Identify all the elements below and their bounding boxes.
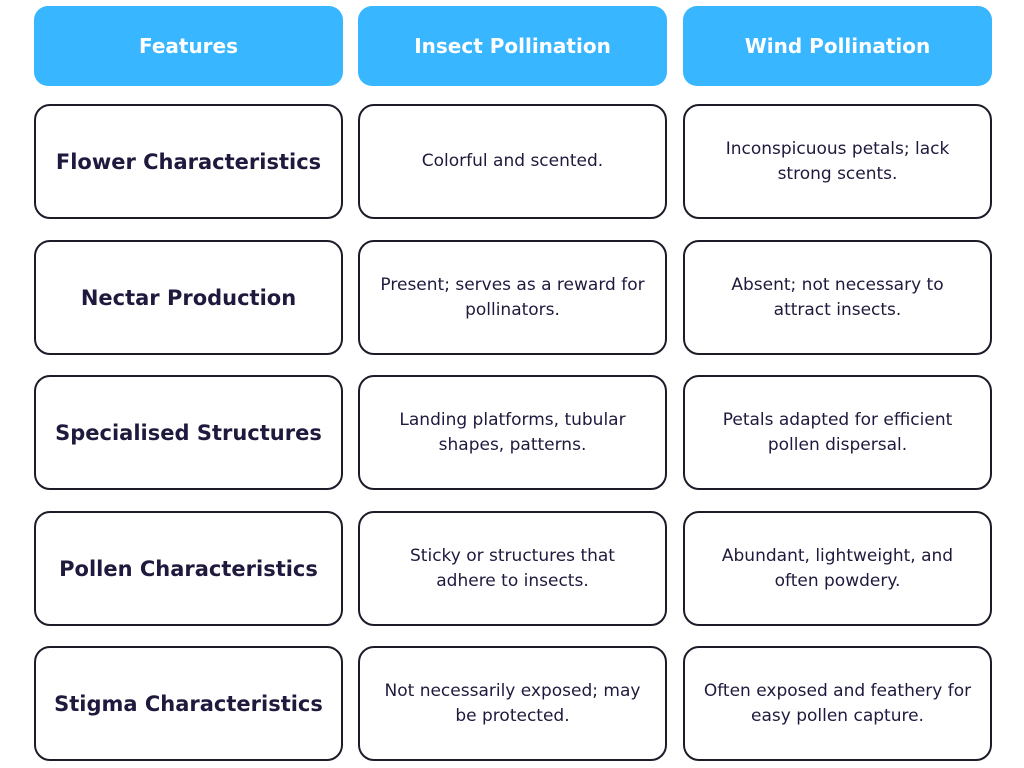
feature-cell: Stigma Characteristics	[34, 646, 343, 761]
wind-cell: Abundant, lightweight, and often powdery…	[683, 511, 992, 626]
insect-cell: Present; serves as a reward for pollinat…	[358, 240, 667, 355]
feature-cell: Pollen Characteristics	[34, 511, 343, 626]
insect-cell: Sticky or structures that adhere to inse…	[358, 511, 667, 626]
feature-cell: Specialised Structures	[34, 375, 343, 490]
wind-cell: Petals adapted for efficient pollen disp…	[683, 375, 992, 490]
feature-cell: Nectar Production	[34, 240, 343, 355]
wind-cell: Often exposed and feathery for easy poll…	[683, 646, 992, 761]
header-wind-pollination: Wind Pollination	[683, 6, 992, 86]
wind-cell: Inconspicuous petals; lack strong scents…	[683, 104, 992, 219]
insect-cell: Not necessarily exposed; may be protecte…	[358, 646, 667, 761]
insect-cell: Colorful and scented.	[358, 104, 667, 219]
insect-cell: Landing platforms, tubular shapes, patte…	[358, 375, 667, 490]
feature-cell: Flower Characteristics	[34, 104, 343, 219]
wind-cell: Absent; not necessary to attract insects…	[683, 240, 992, 355]
header-insect-pollination: Insect Pollination	[358, 6, 667, 86]
header-features: Features	[34, 6, 343, 86]
